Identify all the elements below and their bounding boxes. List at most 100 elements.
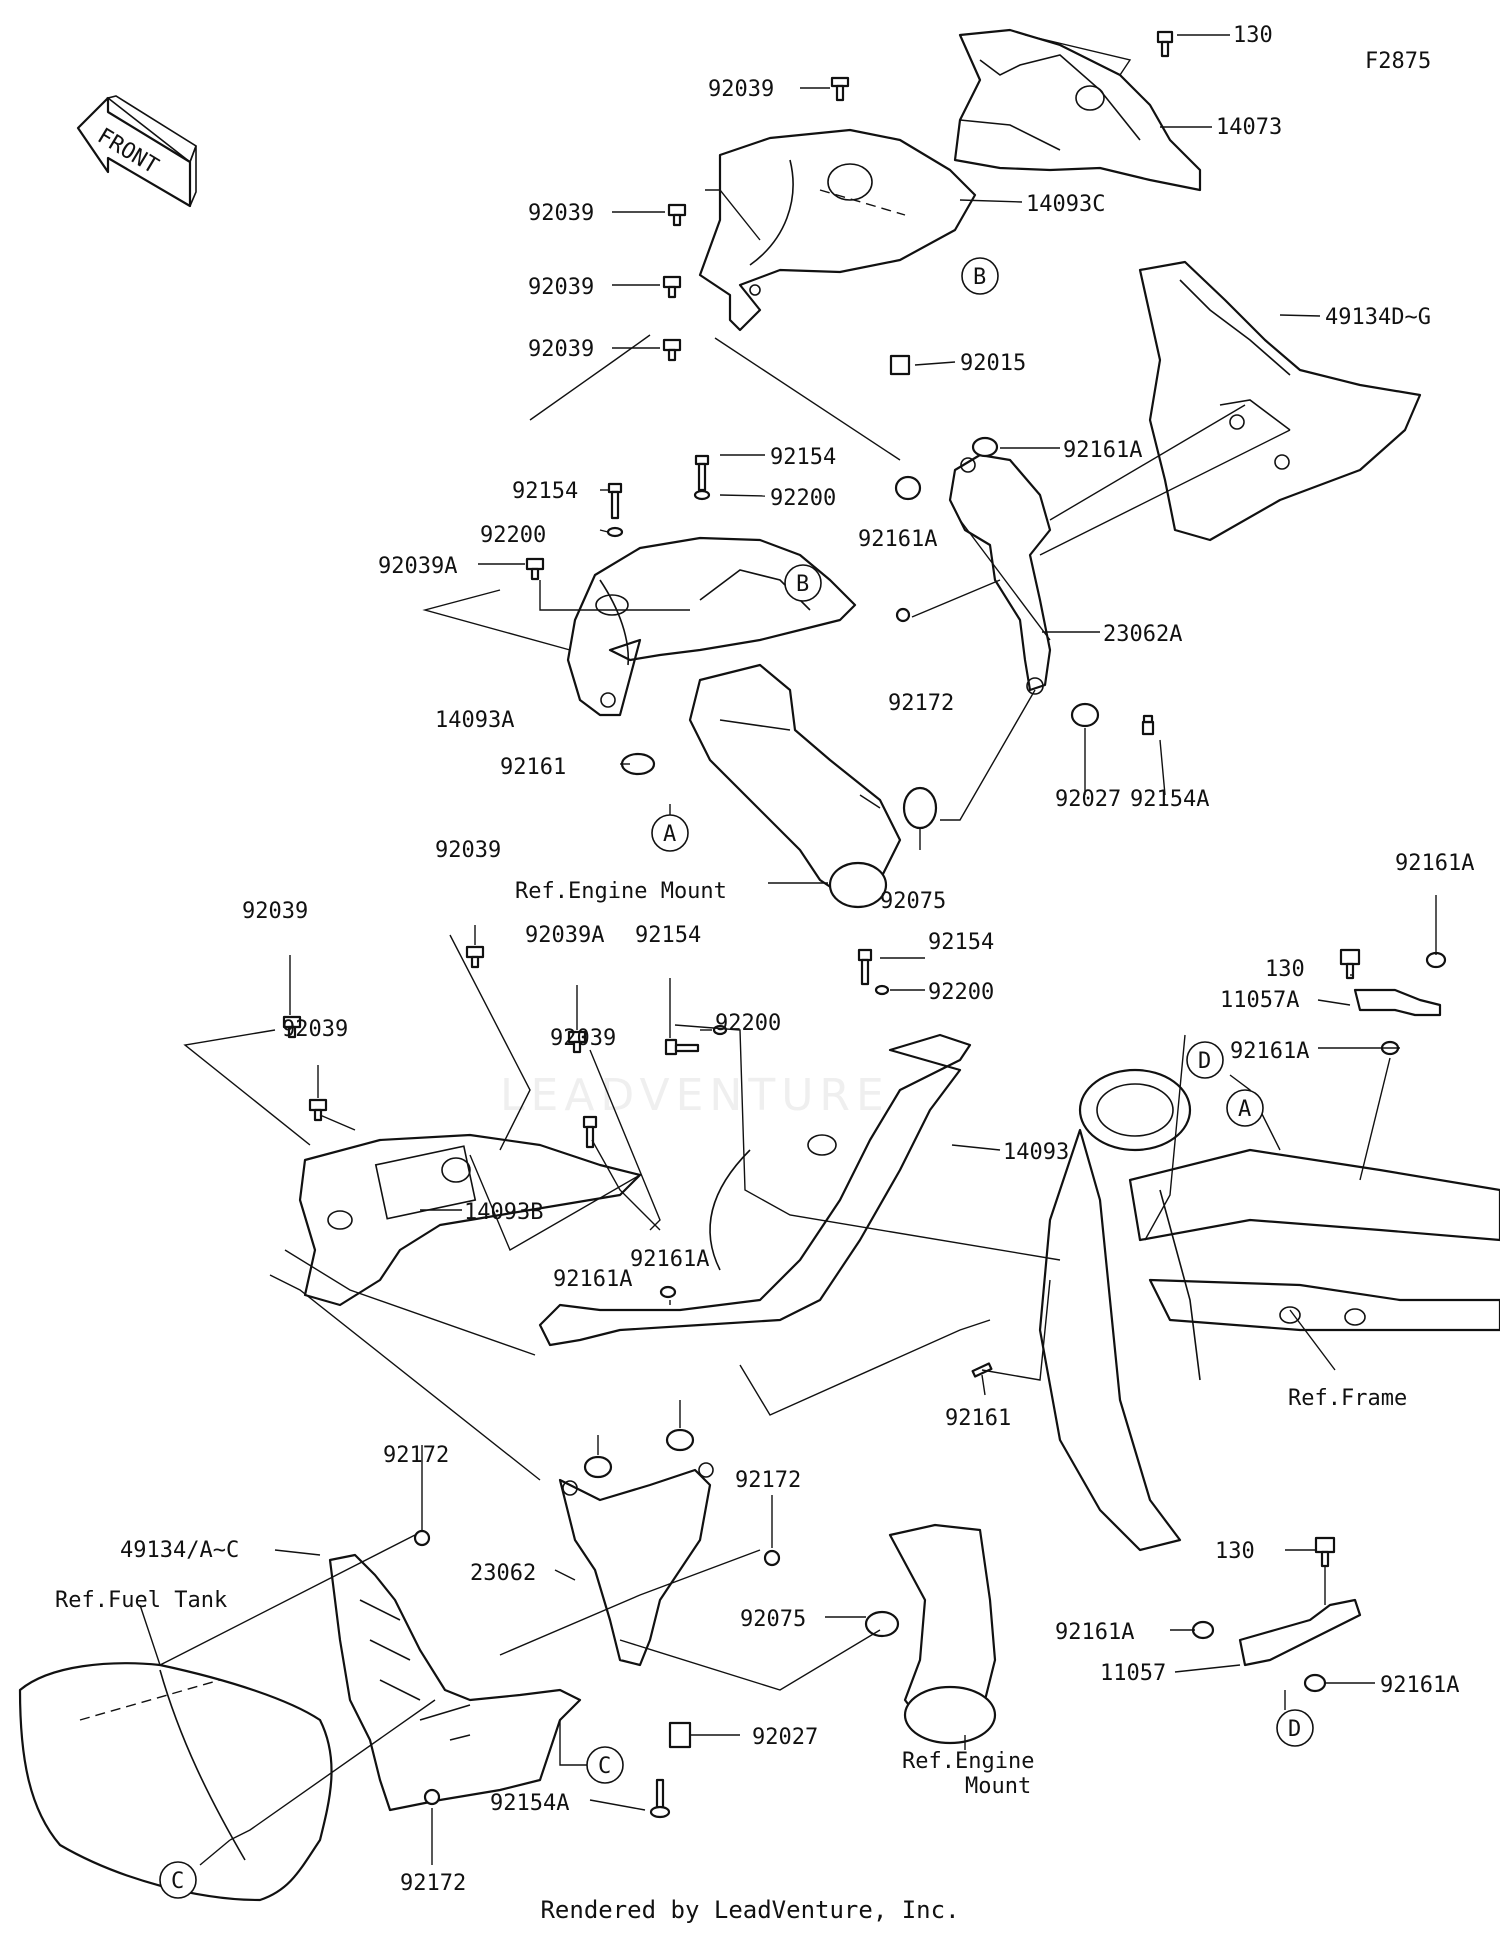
label-11057A: 11057A [1220, 988, 1299, 1013]
label-14093: 14093 [1003, 1140, 1069, 1165]
label-92027-1: 92027 [1055, 787, 1121, 812]
bolt-icon [649, 1778, 671, 1819]
label-92172-4: 92172 [400, 1871, 466, 1896]
label-92154-3: 92154 [635, 923, 701, 948]
label-92039-7: 92039 [282, 1017, 348, 1042]
collar-icon [668, 1721, 692, 1749]
label-11057: 11057 [1100, 1661, 1166, 1686]
label-14073: 14073 [1216, 115, 1282, 140]
label-92161A-2: 92161A [858, 527, 937, 552]
cover-14093C [698, 128, 977, 332]
grommet-icon [1425, 951, 1447, 969]
label-92161A-7: 92161A [1055, 1620, 1134, 1645]
label-92200-4: 92200 [715, 1011, 781, 1036]
svg-text:C: C [171, 1869, 184, 1894]
screw-icon [895, 607, 911, 623]
grommet-icon [971, 436, 999, 458]
bolt-icon [857, 948, 873, 986]
label-92039A-2: 92039A [525, 923, 604, 948]
label-92075-2: 92075 [740, 1607, 806, 1632]
label-92039-8: 92039 [550, 1026, 616, 1051]
ref-engine-mount-bottom-2: Mount [965, 1774, 1031, 1799]
washer-icon [606, 526, 624, 538]
bracket-11057 [1238, 1598, 1362, 1667]
label-92039-1: 92039 [708, 77, 774, 102]
circle-ref-c-left: C [159, 1861, 197, 1899]
label-14093A: 14093A [435, 708, 514, 733]
label-92027-2: 92027 [752, 1725, 818, 1750]
figure-code: F2875 [1365, 49, 1431, 74]
label-92161-1: 92161 [500, 755, 566, 780]
clip-icon [582, 1115, 598, 1149]
label-92039-3: 92039 [528, 275, 594, 300]
bolt-icon [1156, 30, 1174, 58]
label-130-top: 130 [1233, 23, 1273, 48]
svg-text:B: B [796, 572, 809, 597]
clip-icon [662, 338, 682, 362]
label-92154A-2: 92154A [490, 1791, 569, 1816]
label-92200-2: 92200 [480, 523, 546, 548]
label-23062A: 23062A [1103, 622, 1182, 647]
bolt-icon [694, 454, 710, 492]
clip-icon [525, 557, 545, 581]
grommet-icon [894, 475, 922, 501]
label-14093B: 14093B [464, 1200, 543, 1225]
washer-icon [874, 984, 890, 996]
clip-icon [830, 76, 850, 102]
front-arrow-icon: FRONT [76, 95, 197, 208]
label-92039-6: 92039 [242, 899, 308, 924]
bolt-icon [664, 1038, 700, 1056]
label-92172-2: 92172 [383, 1443, 449, 1468]
circle-ref-b-top: B [961, 257, 999, 295]
clip-icon [667, 203, 687, 227]
cover-14073 [953, 28, 1202, 192]
bolt-icon [1339, 948, 1361, 980]
label-92154-4: 92154 [928, 930, 994, 955]
collar-icon [1070, 702, 1100, 728]
label-92200-3: 92200 [928, 980, 994, 1005]
cover-14093 [538, 1033, 972, 1347]
grommet-icon [583, 1455, 613, 1479]
frame-ref [1038, 1068, 1500, 1552]
svg-text:A: A [1238, 1097, 1251, 1122]
clip-icon [662, 275, 682, 299]
grommet-icon [1303, 1673, 1327, 1693]
screw-icon [763, 1549, 781, 1567]
label-92161-2: 92161 [945, 1406, 1011, 1431]
label-130-mid: 130 [1265, 957, 1305, 982]
label-92039A-1: 92039A [378, 554, 457, 579]
washer-icon [693, 489, 711, 501]
svg-text:D: D [1288, 1717, 1301, 1742]
label-92039-2: 92039 [528, 201, 594, 226]
label-92161A-3: 92161A [1395, 851, 1474, 876]
circle-ref-d-bottom: D [1276, 1709, 1314, 1747]
circle-ref-a-left: A [651, 814, 689, 852]
label-23062: 23062 [470, 1561, 536, 1586]
label-92172-3: 92172 [735, 1468, 801, 1493]
engine-mount-top [688, 663, 902, 909]
bolt-icon [1141, 714, 1155, 736]
label-49134DG: 49134D~G [1325, 305, 1431, 330]
circle-ref-d-top: D [1186, 1041, 1224, 1079]
footer-credit: Rendered by LeadVenture, Inc. [540, 1896, 960, 1924]
ref-engine-mount-top: Ref.Engine Mount [515, 879, 727, 904]
label-92161A-6: 92161A [553, 1267, 632, 1292]
circle-ref-c-right: C [586, 1746, 624, 1784]
bracket-23062 [558, 1462, 714, 1667]
label-49134AC: 49134/A~C [120, 1538, 239, 1563]
screw-icon [423, 1788, 441, 1806]
label-92154A-1: 92154A [1130, 787, 1209, 812]
label-92075-1: 92075 [880, 889, 946, 914]
bolt-icon [607, 482, 623, 520]
bolt-icon [1314, 1536, 1336, 1568]
label-130-bot: 130 [1215, 1539, 1255, 1564]
clip-icon [282, 1015, 302, 1039]
panel-49134DG [1138, 260, 1422, 542]
svg-text:D: D [1198, 1049, 1211, 1074]
clip-icon [465, 945, 485, 969]
label-92172-1: 92172 [888, 691, 954, 716]
grommet-icon [1191, 1620, 1215, 1640]
label-92015: 92015 [960, 351, 1026, 376]
label-92161A-8: 92161A [1380, 1673, 1459, 1698]
